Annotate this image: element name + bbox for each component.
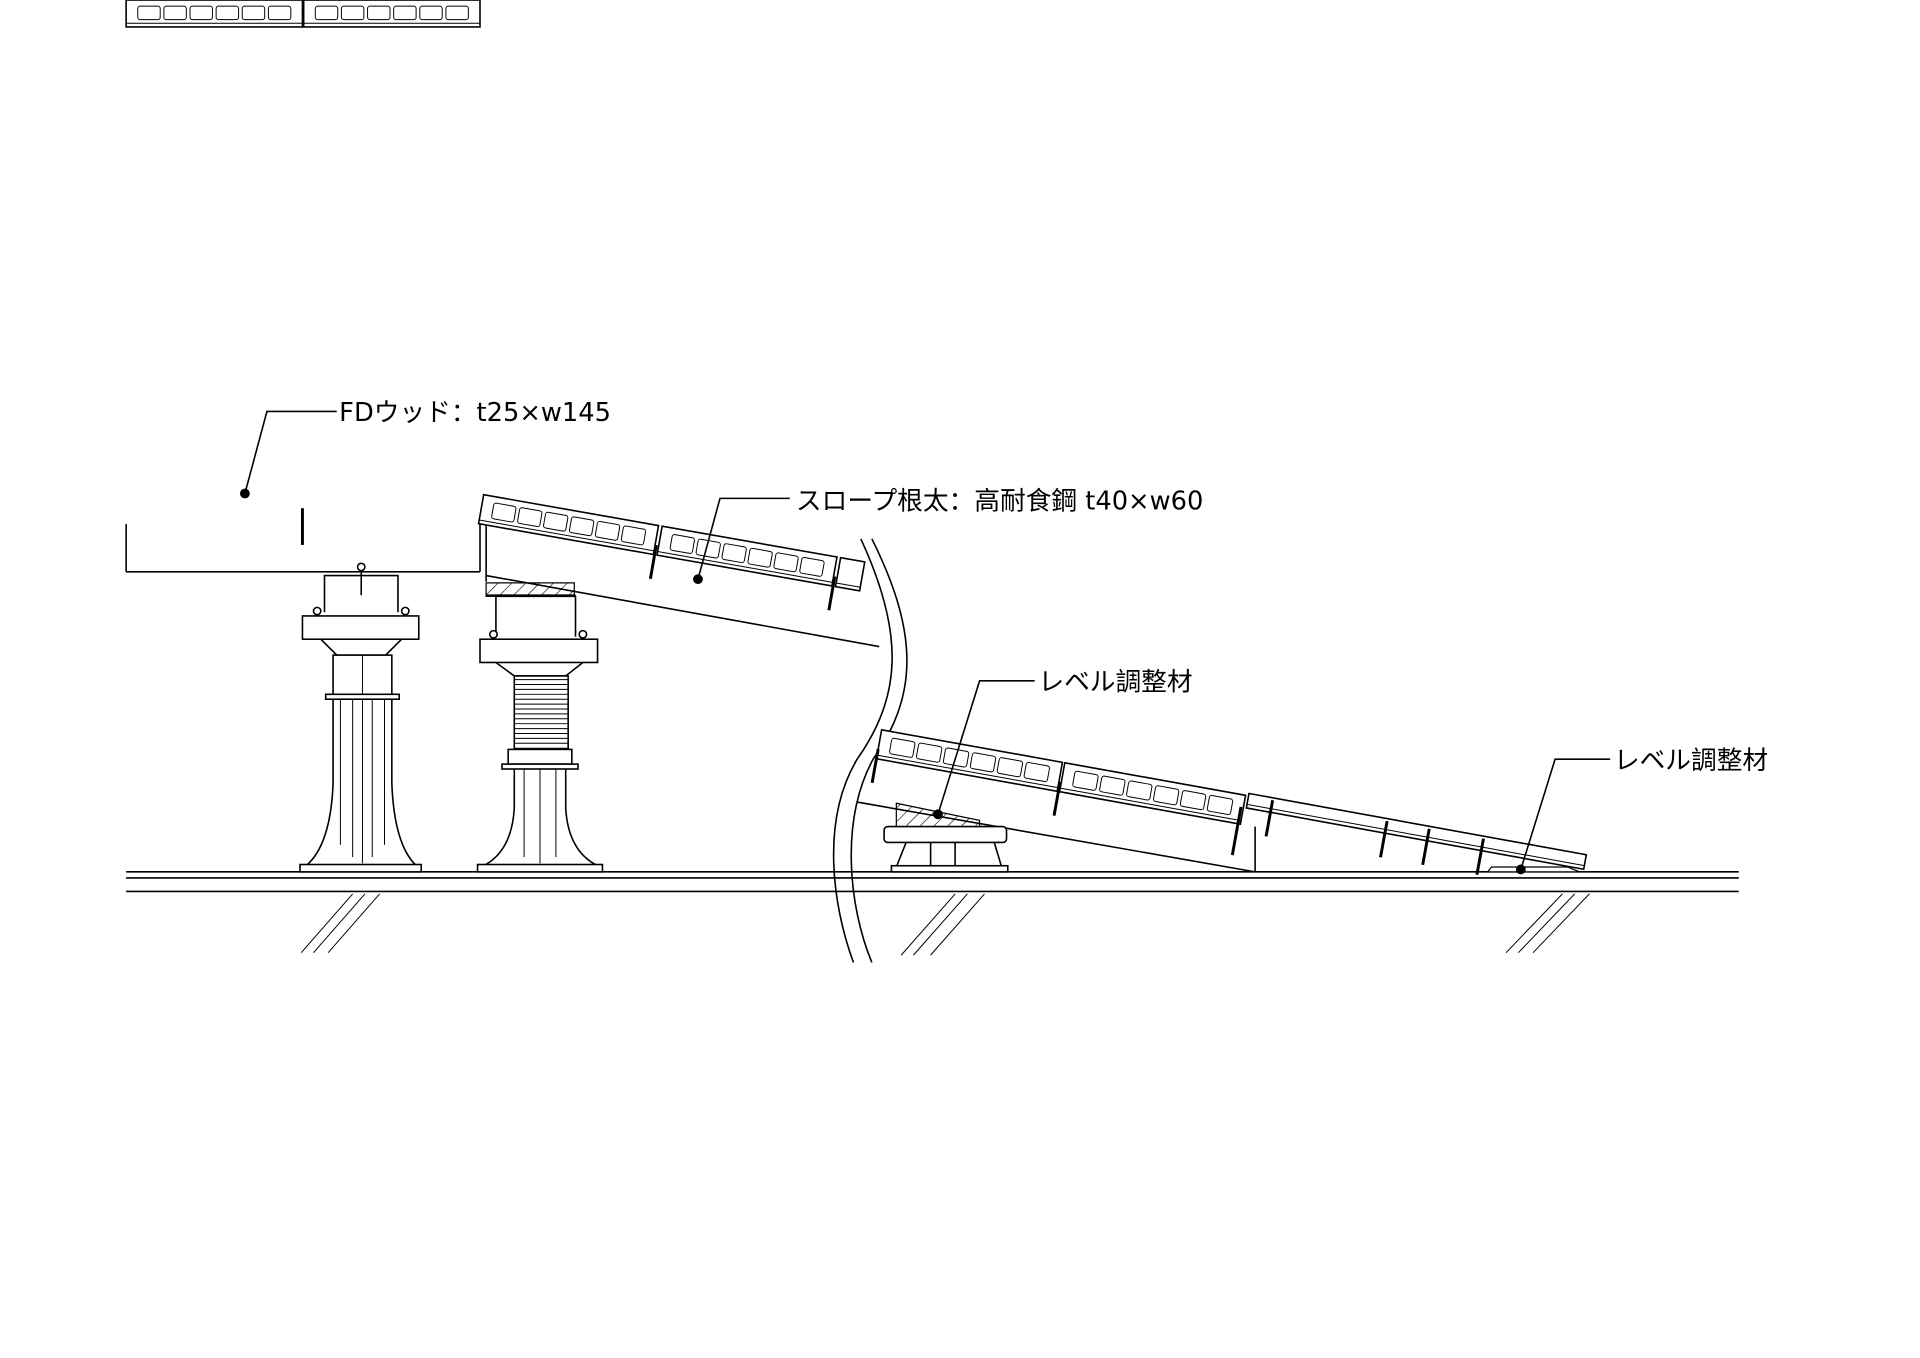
callout-level-adjuster-2: レベル調整材 <box>1515 746 1768 875</box>
adjustable-pedestal-1 <box>299 562 423 873</box>
board-hollow <box>189 5 213 21</box>
board-hollow <box>163 5 187 21</box>
board-outline <box>1245 792 1588 871</box>
deck-board <box>875 728 1064 793</box>
board-groove-line <box>657 551 833 583</box>
ground-hatch <box>300 893 1590 956</box>
board-hollow <box>1099 775 1126 796</box>
board-outline <box>125 0 304 28</box>
flat-deck <box>125 0 481 573</box>
board-hollow <box>721 543 747 564</box>
ground-slab <box>126 871 1739 956</box>
board-hollow <box>620 525 647 546</box>
screw-icon <box>827 576 837 611</box>
board-hollow <box>1072 770 1099 791</box>
lower-slope-section <box>857 728 1588 875</box>
board-hollow <box>215 5 240 21</box>
deck-board <box>302 0 481 28</box>
board-groove-line <box>876 754 1058 789</box>
screw-icon <box>1230 806 1243 856</box>
board-groove-line <box>479 519 655 552</box>
screw-icon <box>1421 828 1431 866</box>
callout-slope-joist: スロープ根太：高耐食鋼 t40×w60 <box>693 486 1203 585</box>
board-outline <box>302 0 481 28</box>
leader-dot <box>693 574 703 585</box>
deck-board <box>125 0 304 28</box>
board-outline <box>834 556 866 592</box>
board-hollow <box>267 5 292 21</box>
board-hollow <box>799 556 825 577</box>
break-line <box>832 538 908 963</box>
board-hollow <box>491 502 517 523</box>
board-hollow <box>314 5 339 21</box>
deck-board <box>656 525 838 587</box>
screw-icon <box>648 544 658 580</box>
screw-icon <box>1475 838 1485 875</box>
slope-joist-bottom <box>485 574 880 648</box>
board-hollow <box>889 737 916 758</box>
callout-level-adjuster-1: レベル調整材 <box>933 668 1193 820</box>
slope-joist-label: スロープ根太：高耐食鋼 t40×w60 <box>796 486 1203 516</box>
board-hollow <box>543 511 569 532</box>
board-hollow <box>517 507 543 528</box>
deck-board <box>1058 761 1247 826</box>
board-outline <box>875 728 1064 793</box>
board-hollow <box>340 5 365 21</box>
board-groove-line <box>1246 803 1585 867</box>
board-hollow <box>393 5 417 21</box>
board-hollow <box>1179 790 1207 811</box>
board-hollow <box>747 547 773 568</box>
adjustable-pedestal-2 <box>476 582 604 873</box>
board-hollow <box>695 538 721 559</box>
upper-slope-section <box>477 493 880 648</box>
screw-icon <box>1264 800 1275 837</box>
level-adjuster-pad <box>883 802 1009 873</box>
deck-board <box>834 556 866 592</box>
board-hollow <box>137 5 161 21</box>
board-hollow <box>969 752 997 773</box>
threaded-shaft <box>514 679 569 749</box>
board-hollow <box>669 534 695 554</box>
deck-board <box>477 493 660 556</box>
deck-board <box>1245 792 1588 871</box>
board-hollow <box>1023 762 1050 783</box>
board-hollow <box>445 5 469 21</box>
level-adjuster-label-1: レベル調整材 <box>1038 668 1192 698</box>
callout-deck-board: FDウッド：t25×w145 <box>240 398 611 499</box>
level-adjuster-label-2: レベル調整材 <box>1614 746 1768 776</box>
leader-dot <box>1515 864 1526 875</box>
board-hollow <box>915 742 943 763</box>
board-hollow <box>568 516 595 537</box>
board-hollow <box>594 520 621 541</box>
screw-icon <box>1379 820 1389 858</box>
board-hollow <box>419 5 443 21</box>
board-hollow <box>367 5 391 21</box>
board-groove-line <box>836 582 861 588</box>
leader-dot <box>933 809 943 820</box>
screw-icon <box>870 748 880 784</box>
board-hollow <box>773 552 799 573</box>
board-hollow <box>1206 794 1234 816</box>
board-hollow <box>996 757 1024 778</box>
board-groove-line <box>1060 787 1242 822</box>
deck-board-label: FDウッド：t25×w145 <box>339 398 611 428</box>
board-hollow <box>1126 780 1153 801</box>
board-hollow <box>241 5 266 21</box>
screw-icon <box>1052 781 1062 816</box>
level-adjuster-shim <box>1486 866 1580 873</box>
leader-dot <box>240 488 250 499</box>
board-hollow <box>1153 785 1180 806</box>
board-outline <box>1058 761 1247 826</box>
